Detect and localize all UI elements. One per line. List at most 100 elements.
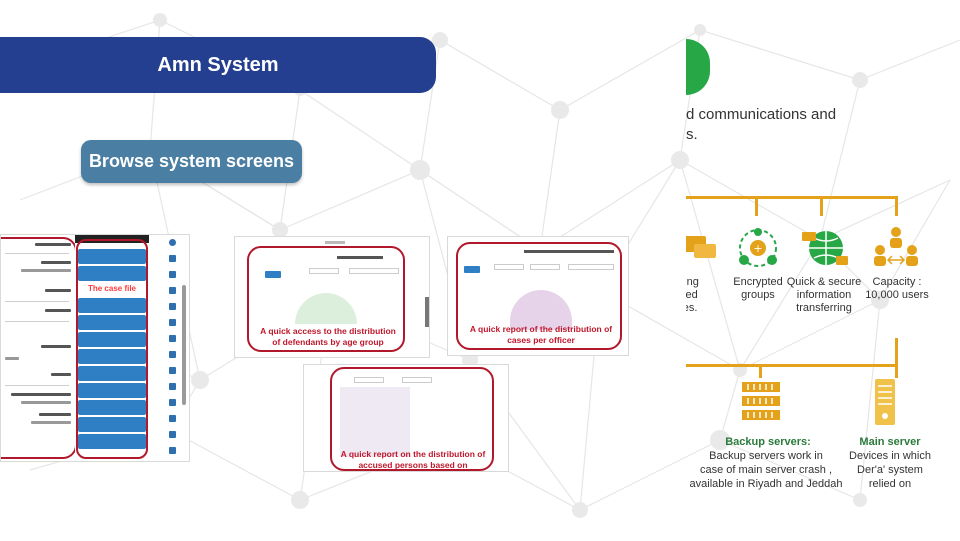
filter-select[interactable] xyxy=(402,377,432,383)
icon-bar xyxy=(165,235,189,461)
filter-select[interactable] xyxy=(309,268,339,274)
menu-item[interactable] xyxy=(78,249,146,264)
connector-line xyxy=(820,196,823,216)
browse-screens-button[interactable]: Browse system screens xyxy=(81,140,302,183)
main-server-title: Main server xyxy=(859,436,921,448)
menu-icon[interactable] xyxy=(169,431,176,438)
menu-item[interactable] xyxy=(78,366,146,381)
main-server-description: Devices in which Der'a' system relied on xyxy=(842,449,938,491)
main-server-line: Devices in which xyxy=(849,450,931,462)
form-field xyxy=(5,321,69,322)
scrollbar[interactable] xyxy=(425,297,429,327)
filter-select[interactable] xyxy=(494,264,524,270)
right-panel: d communications and s. + uting pted ges… xyxy=(686,0,960,541)
menu-item[interactable] xyxy=(78,434,146,449)
menu-icon[interactable] xyxy=(169,255,176,262)
svg-text:+: + xyxy=(753,242,762,255)
menu-icon[interactable] xyxy=(169,303,176,310)
feature-line: transferring xyxy=(796,302,852,314)
backup-line: case of main server crash , xyxy=(699,464,833,476)
menu-icon[interactable] xyxy=(169,415,176,422)
browse-screens-label: Browse system screens xyxy=(88,151,295,171)
age-pie-chart xyxy=(295,293,357,324)
search-button[interactable] xyxy=(265,271,281,278)
connector-line xyxy=(686,196,898,199)
backup-servers-title: Backup servers: xyxy=(725,436,811,448)
feature-line: Quick & secure xyxy=(786,276,862,288)
per-officer-frame: A quick report of the distribution of ca… xyxy=(456,242,622,350)
feature-line: Capacity : xyxy=(872,276,922,288)
menu-item-case-file[interactable]: The case file xyxy=(87,284,137,293)
filter-select[interactable] xyxy=(354,377,384,383)
menu-item[interactable] xyxy=(78,266,146,281)
menu-item[interactable] xyxy=(78,315,146,330)
feature-label-chat: uting pted ges. xyxy=(686,276,732,315)
form-label xyxy=(39,413,71,416)
menu-highlight-frame xyxy=(76,239,148,459)
search-button[interactable] xyxy=(464,266,480,273)
green-tab xyxy=(686,39,710,95)
form-label xyxy=(21,401,71,404)
side-menu: The case file xyxy=(75,235,149,461)
title-banner: Amn System xyxy=(0,37,436,93)
age-group-frame: A quick access to the distribution of de… xyxy=(247,246,405,352)
backup-servers-description: Backup servers work in case of main serv… xyxy=(686,449,846,491)
main-server-line: relied on xyxy=(868,478,912,490)
filter-select[interactable] xyxy=(530,264,560,270)
menu-icon[interactable] xyxy=(169,319,176,326)
feature-line: 10,000 users xyxy=(865,289,929,301)
menu-icon[interactable] xyxy=(169,271,176,278)
page-title: Amn System xyxy=(157,53,279,76)
chart-heading xyxy=(524,250,614,253)
menu-item[interactable] xyxy=(78,417,146,432)
feature-line: Encrypted xyxy=(733,276,783,288)
menu-item[interactable] xyxy=(78,332,146,347)
menu-icon[interactable] xyxy=(169,447,176,454)
menu-icon[interactable] xyxy=(169,367,176,374)
users-capacity-icon xyxy=(874,227,918,266)
y-axis xyxy=(308,383,320,463)
age-group-caption: A quick access to the distribution of de… xyxy=(260,326,396,347)
form-label xyxy=(31,421,71,424)
nationalities-caption: A quick report on the distribution of ac… xyxy=(340,449,486,470)
chat-bubbles-icon xyxy=(686,236,716,258)
form-label xyxy=(35,243,71,246)
connector-line xyxy=(686,364,898,367)
menu-icon[interactable] xyxy=(169,239,176,246)
screenshot-age-group: A quick access to the distribution of de… xyxy=(234,236,430,358)
form-field xyxy=(5,253,69,254)
filter-select[interactable] xyxy=(349,268,399,274)
feature-label-capacity: Capacity : 10,000 users xyxy=(852,276,942,302)
connector-line xyxy=(895,338,898,378)
filter-select[interactable] xyxy=(568,264,614,270)
feature-line: pted xyxy=(686,289,698,301)
feature-label-groups: Encrypted groups xyxy=(713,276,803,302)
backup-line: available in Riyadh and Jeddah xyxy=(689,478,843,490)
main-server-line: Der'a' system xyxy=(857,464,923,476)
window-title xyxy=(325,241,345,244)
nationality-bar xyxy=(340,387,410,457)
nationalities-frame: A quick report on the distribution of ac… xyxy=(330,367,494,471)
menu-item[interactable] xyxy=(78,349,146,364)
form-highlight-frame xyxy=(1,237,77,459)
intro-line-2: s. xyxy=(686,126,698,143)
menu-icon[interactable] xyxy=(169,287,176,294)
connector-line xyxy=(759,364,762,378)
menu-icon[interactable] xyxy=(169,351,176,358)
globe-transfer-icon xyxy=(802,231,848,265)
form-label xyxy=(11,393,71,396)
form-label xyxy=(45,309,71,312)
feature-label-transfer: Quick & secure information transferring xyxy=(779,276,869,315)
form-label xyxy=(45,289,71,292)
menu-item[interactable] xyxy=(78,383,146,398)
intro-line-1: d communications and xyxy=(686,106,837,123)
menu-item[interactable] xyxy=(78,298,146,313)
menu-icon[interactable] xyxy=(169,399,176,406)
per-officer-caption: A quick report of the distribution of ca… xyxy=(469,324,613,345)
scrollbar[interactable] xyxy=(182,285,186,405)
backup-servers-icon xyxy=(742,382,780,420)
form-field xyxy=(5,385,69,386)
menu-icon[interactable] xyxy=(169,383,176,390)
menu-icon[interactable] xyxy=(169,335,176,342)
menu-item[interactable] xyxy=(78,400,146,415)
